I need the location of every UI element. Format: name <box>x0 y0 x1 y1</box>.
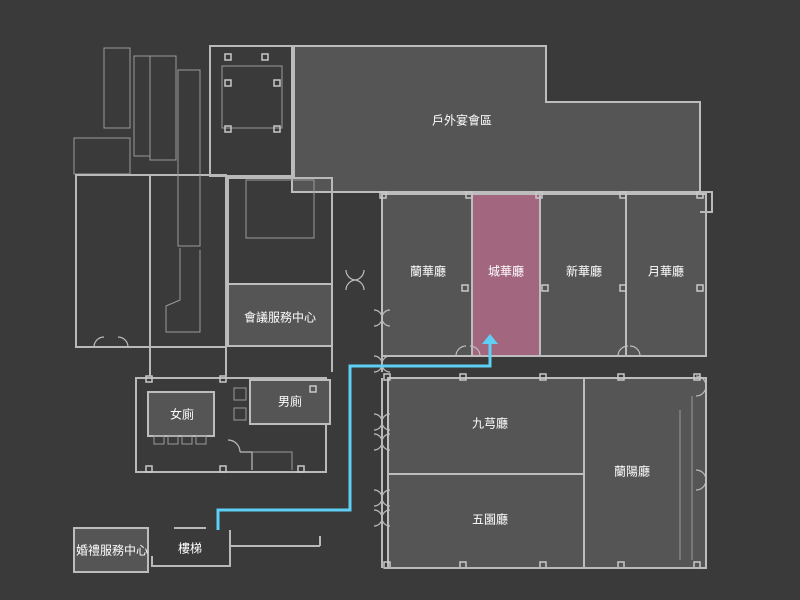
room-jiuru[interactable] <box>387 377 585 475</box>
route-path <box>216 340 492 530</box>
room-meeting-service-center[interactable] <box>227 283 333 347</box>
xinhua-label: 新華廳 <box>566 264 602 279</box>
structure-courtyard <box>227 177 333 285</box>
chenghua-label: 城華廳 <box>488 264 524 279</box>
outdoor-banquet-label: 戶外宴會區 <box>432 113 492 128</box>
jiuru-label: 九芎廳 <box>472 416 508 431</box>
room-lanyang[interactable] <box>583 377 707 569</box>
yuehua-label: 月華廳 <box>648 264 684 279</box>
women-restroom-label: 女廁 <box>170 407 194 422</box>
stairs-label: 樓梯 <box>178 541 202 556</box>
route-arrow-icon <box>482 334 498 344</box>
room-lanhua[interactable] <box>381 193 473 357</box>
lanhua-label: 蘭華廳 <box>410 264 446 279</box>
meeting-service-center-label: 會議服務中心 <box>244 310 316 325</box>
room-yuehua[interactable] <box>625 193 707 357</box>
lanyang-label: 蘭陽廳 <box>614 464 650 479</box>
room-wedding-service-center[interactable] <box>73 527 149 573</box>
wedding-service-center-label: 婚禮服務中心 <box>76 543 148 558</box>
wuyuan-label: 五園廳 <box>472 512 508 527</box>
corridor-walls <box>149 346 700 569</box>
structure-upper-left <box>73 45 295 348</box>
room-outdoor-banquet[interactable] <box>291 45 701 193</box>
men-restroom-label: 男廁 <box>278 394 302 409</box>
columns-upper <box>345 191 704 357</box>
room-women-restroom[interactable] <box>147 391 215 437</box>
